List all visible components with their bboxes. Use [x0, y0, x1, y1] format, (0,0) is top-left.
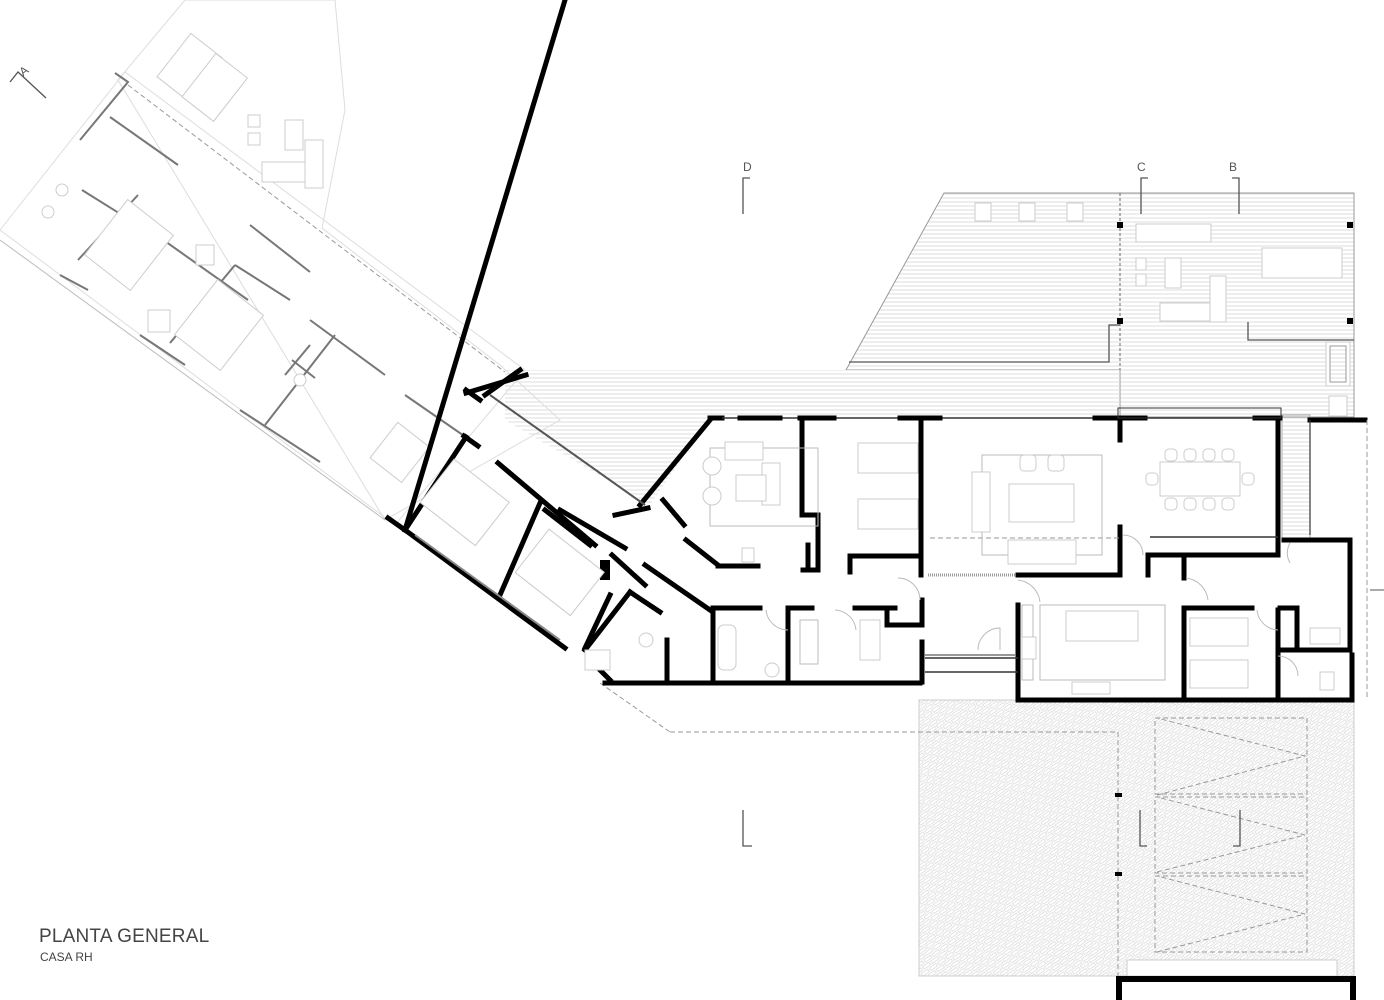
section-label-b: B	[1229, 160, 1238, 174]
west-wing	[0, 0, 561, 526]
drawing-subtitle: CASA RH	[40, 950, 93, 964]
drawing-title: PLANTA GENERAL	[39, 926, 210, 947]
deck-stairs	[1281, 414, 1311, 541]
upper-deck	[845, 192, 1355, 418]
paved-area	[599, 682, 1356, 1000]
furniture	[419, 441, 1341, 695]
angled-wing-walls	[384, 0, 714, 684]
deck-wedge	[505, 380, 710, 505]
door-swings	[765, 534, 1299, 677]
section-marks	[9, 71, 1241, 847]
section-label-d: D	[743, 160, 752, 174]
section-label-c: C	[1137, 160, 1146, 174]
